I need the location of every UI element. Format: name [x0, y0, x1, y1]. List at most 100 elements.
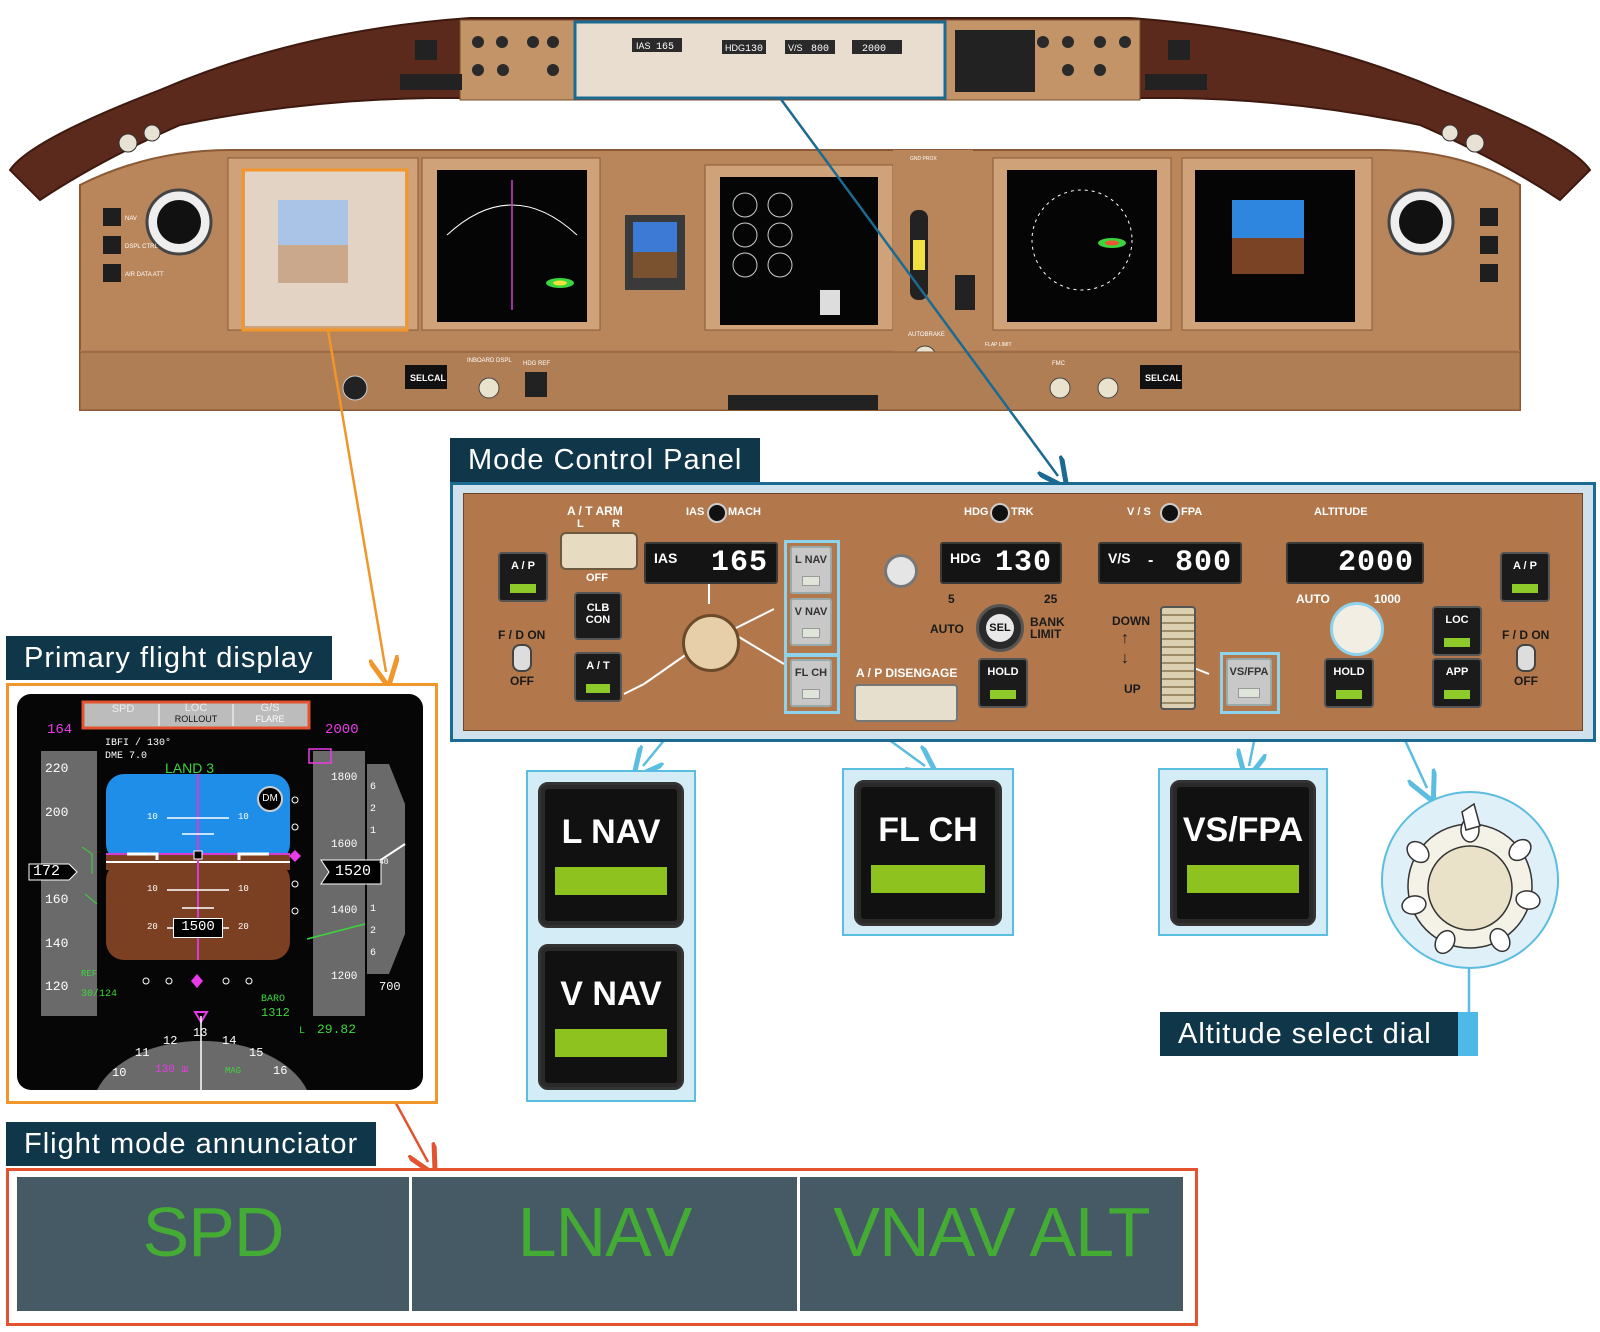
right-clock-knob[interactable]: [1465, 133, 1485, 153]
mode-control-panel: A / P F / D ON OFF A / T ARM L R OFF CLB…: [450, 482, 1596, 742]
pfd-vsi-6-bottom: 6: [370, 948, 377, 959]
lnav-vnav-callout: L NAV V NAV: [526, 770, 696, 1102]
left-nav-label: NAV: [125, 216, 137, 222]
vnav-label: V NAV: [794, 606, 828, 618]
fd-left-switch[interactable]: [512, 644, 532, 672]
alt-auto-label: AUTO: [1296, 592, 1330, 606]
flch-highlight: [784, 654, 840, 714]
pfd-pitch-10-down-left: 10: [147, 884, 158, 894]
at-arm-switches[interactable]: [560, 532, 638, 570]
pfd-qnh-prefix: L: [299, 1026, 306, 1037]
pfd-compass-15: 15: [249, 1046, 264, 1060]
flch-big-button: FL CH: [854, 780, 1002, 926]
fd-right-switch[interactable]: [1516, 644, 1536, 672]
pfd-highlight-box: [241, 168, 409, 332]
mini-hdg-value: 130: [745, 44, 763, 55]
left-clock-knob[interactable]: [143, 124, 161, 142]
vsfpa-big-label: VS/FPA: [1182, 811, 1304, 849]
pfd-compass-13: 13: [193, 1026, 208, 1040]
mini-vs-value: 800: [811, 44, 829, 55]
app-button[interactable]: APP: [1432, 658, 1482, 708]
cockpit-eicas: [720, 177, 878, 325]
ias-knob[interactable]: [682, 614, 740, 672]
pfd-pitch-10-down-right: 10: [238, 884, 249, 894]
hdg-ref-switch[interactable]: [525, 372, 547, 397]
mfd-menu-buttons[interactable]: [728, 395, 878, 410]
ap-disengage-bar[interactable]: [854, 684, 958, 722]
pfd-land-mode: LAND 3: [165, 760, 215, 776]
cockpit-right-nd: [1007, 170, 1157, 322]
left-map-knob[interactable]: [118, 133, 138, 153]
ias-mach-selector[interactable]: [707, 503, 727, 523]
alt-hold-button[interactable]: HOLD: [1324, 658, 1374, 708]
heading-select-knob[interactable]: SEL: [976, 604, 1024, 652]
ap-right-button[interactable]: A / P: [1500, 552, 1550, 602]
inboard-dspl-label-left: INBOARD DSPL: [467, 358, 512, 364]
vs-thumbwheel[interactable]: [1160, 606, 1196, 710]
pfd-alt-bug: 2000: [325, 722, 359, 738]
bank-5-label: 5: [948, 592, 955, 606]
lnav-light: [802, 576, 820, 586]
mini-vs: V/S: [788, 43, 803, 53]
flch-button[interactable]: FL CH: [790, 659, 832, 707]
altitude-select-knob[interactable]: [1330, 602, 1384, 656]
vsfpa-light: [1238, 688, 1260, 698]
flch-big-light: [871, 865, 985, 893]
inboard-dspl-knob-left[interactable]: [478, 377, 500, 399]
pfd-compass-12: 12: [163, 1034, 178, 1048]
pfd-dme: DME 7.0: [105, 751, 148, 762]
hdg-hold-light: [990, 690, 1016, 699]
pfd-graphics: [28, 700, 406, 1090]
vs-fpa-selector[interactable]: [1160, 503, 1180, 523]
altitude-dial-title-text: Altitude select dial: [1178, 1018, 1432, 1050]
at-arm-off-label: OFF: [586, 572, 608, 584]
at-arm-r-label: R: [612, 518, 620, 530]
selcal-left[interactable]: [405, 365, 447, 389]
panel-light: [884, 554, 918, 588]
flap-limit-label: FLAP LIMIT: [985, 342, 1012, 348]
vnav-button[interactable]: V NAV: [790, 598, 832, 646]
pfd-pitch-10-up-left: 10: [147, 812, 158, 822]
alt-hold-light: [1336, 690, 1362, 699]
glareshield: [8, 17, 1592, 202]
selcal-right[interactable]: [1140, 365, 1182, 389]
ap-left-button[interactable]: A / P: [498, 552, 548, 602]
pfd-current-speed: 172: [33, 863, 61, 880]
fd-off-left-label: OFF: [510, 674, 534, 688]
pfd-ils-ident: IBFI / 130°: [105, 738, 172, 749]
alt-hold-label: HOLD: [1333, 666, 1365, 678]
right-map-knob[interactable]: [1441, 124, 1459, 142]
hdg-hold-button[interactable]: HOLD: [978, 658, 1028, 708]
flight-mode-annunciator: SPD LNAV VNAV ALT: [17, 1177, 1183, 1311]
pfd-compass-11: 11: [135, 1046, 150, 1060]
selcal-right-label: SELCAL: [1145, 373, 1182, 383]
pfd-mag-label: MAG: [225, 1066, 242, 1076]
pfd-speed-tick-220: 220: [45, 761, 69, 776]
at-button[interactable]: A / T: [574, 652, 622, 702]
hdg-trk-selector[interactable]: [990, 503, 1010, 523]
altitude-display-value: 2000: [1337, 546, 1414, 580]
autobrake-label: AUTOBRAKE: [908, 332, 945, 338]
fma-autothrottle-mode: SPD: [142, 1193, 285, 1271]
pfd-title: Primary flight display: [6, 636, 332, 680]
pfd-vsi-2-bottom: 2: [370, 926, 377, 937]
vsfpa-button[interactable]: VS/FPA: [1226, 658, 1272, 706]
ap-right-light: [1512, 584, 1538, 593]
fmc-label: FMC: [1052, 361, 1066, 367]
cockpit-overview: IAS 165 HDG 130 V/S 800 2000 NAV DSPL CT…: [8, 17, 1592, 411]
lnav-button[interactable]: L NAV: [790, 546, 832, 594]
mini-hdg: HDG: [725, 43, 745, 53]
altitude-title-label: ALTITUDE: [1314, 506, 1368, 518]
clb-con-button[interactable]: CLB CON: [574, 592, 622, 640]
loc-button[interactable]: LOC: [1432, 606, 1482, 656]
vnav-big-label: V NAV: [560, 975, 662, 1013]
vs-fpa-right-label: FPA: [1181, 506, 1203, 518]
altitude-dial-title: Altitude select dial: [1160, 1012, 1458, 1056]
ias-display-value: 165: [710, 546, 768, 580]
fmc-knob[interactable]: [1049, 377, 1071, 399]
pfd-vsi-1-bottom: 1: [370, 904, 377, 915]
vsfpa-callout: VS/FPA: [1158, 768, 1328, 936]
vs-down-label: DOWN: [1112, 614, 1150, 628]
inboard-dspl-knob-right[interactable]: [1097, 377, 1119, 399]
